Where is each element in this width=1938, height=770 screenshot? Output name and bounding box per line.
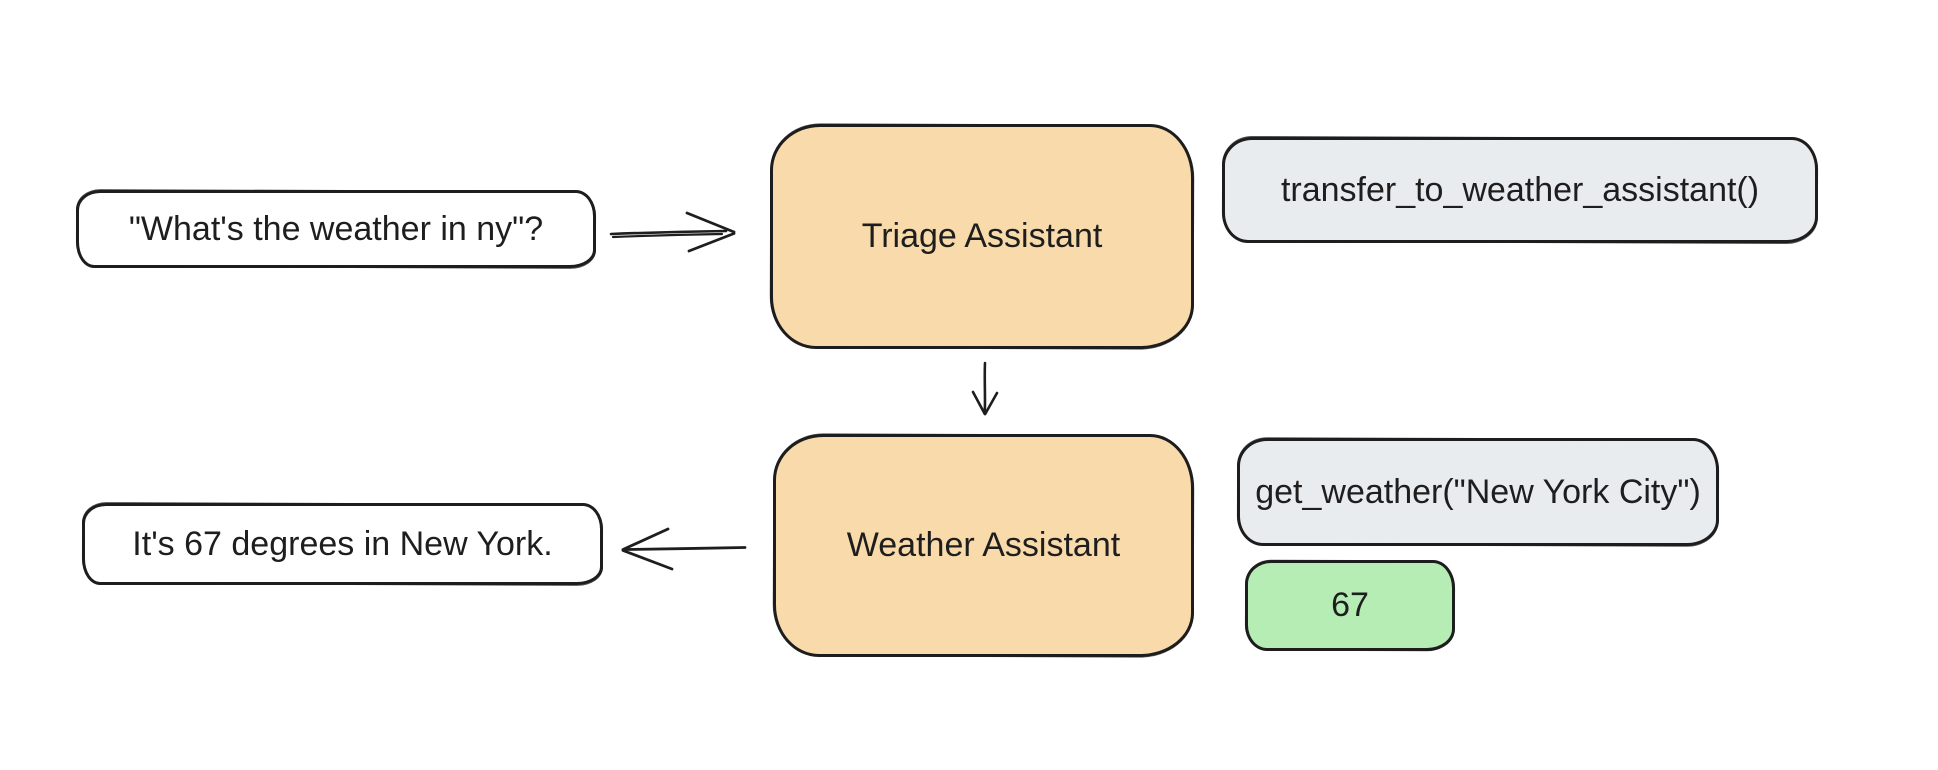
tool-result-box: 67 (1245, 560, 1455, 651)
final-response-text: It's 67 degrees in New York. (132, 524, 553, 563)
triage-assistant-label: Triage Assistant (861, 217, 1103, 256)
get-weather-call-pill: get_weather("New York City") (1237, 438, 1719, 546)
get-weather-call-text: get_weather("New York City") (1255, 472, 1701, 511)
final-response-box: It's 67 degrees in New York. (82, 503, 603, 585)
weather-assistant-node: Weather Assistant (773, 434, 1194, 657)
transfer-call-pill: transfer_to_weather_assistant() (1222, 137, 1818, 243)
arrow-triage-to-weather-icon (965, 360, 1005, 420)
tool-result-text: 67 (1331, 586, 1369, 625)
user-query-box: "What's the weather in ny"? (76, 190, 596, 268)
arrow-weather-to-response-icon (618, 522, 748, 576)
arrow-user-to-triage-icon (608, 207, 740, 257)
triage-assistant-node: Triage Assistant (770, 124, 1194, 349)
weather-assistant-label: Weather Assistant (846, 526, 1121, 565)
user-query-text: "What's the weather in ny"? (128, 209, 544, 248)
transfer-call-text: transfer_to_weather_assistant() (1280, 170, 1760, 209)
